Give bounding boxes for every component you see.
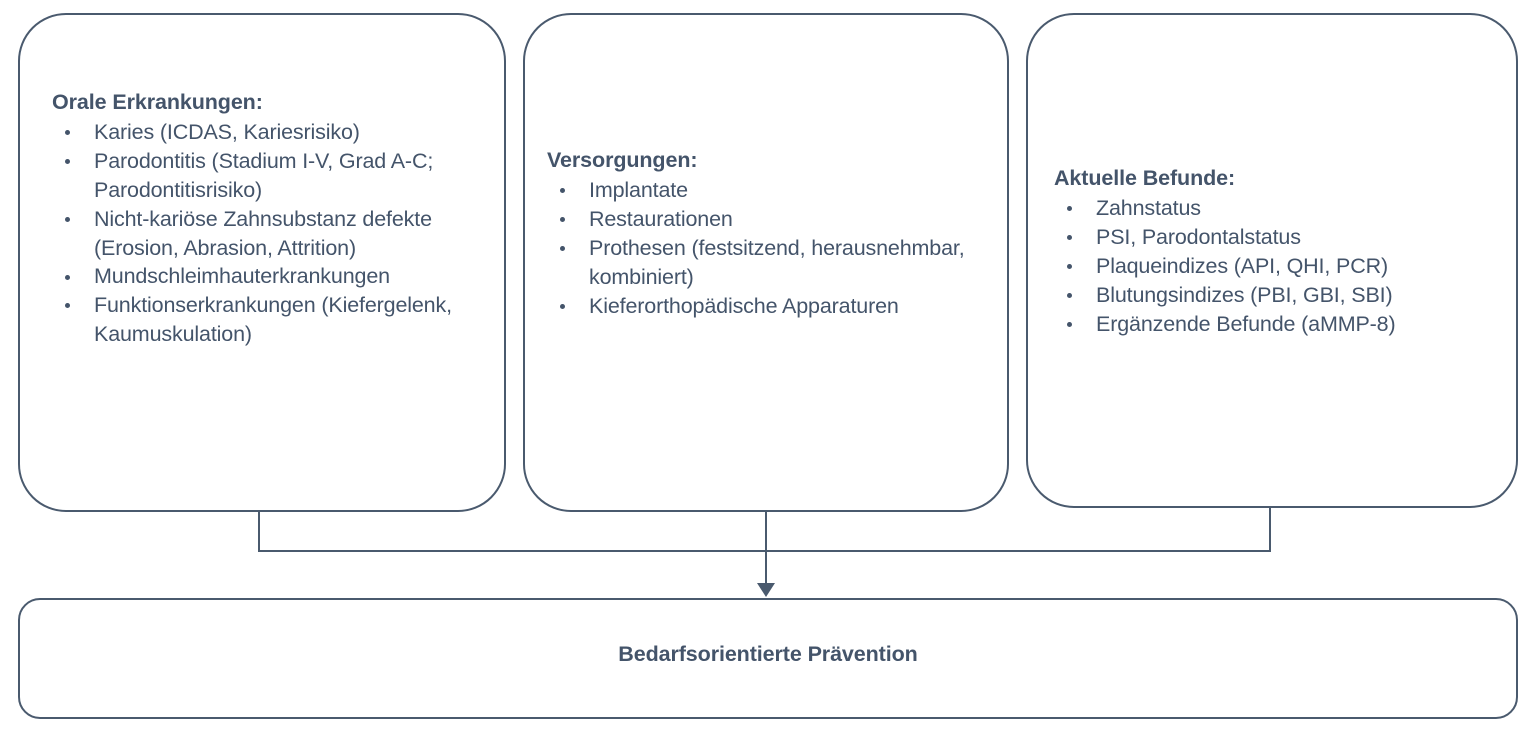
box-oral-diseases-content: Orale Erkrankungen: Karies (ICDAS, Karie…	[20, 89, 504, 349]
bullet-dot-icon	[1067, 205, 1072, 211]
list-item: Funktionserkrankungen (Kiefergelenk, Kau…	[52, 291, 486, 349]
box-care-provisions: Versorgungen: Implantate Restaurationen …	[523, 13, 1009, 512]
box-current-findings: Aktuelle Befunde: Zahnstatus PSI, Parodo…	[1026, 13, 1518, 508]
list-item-label: Parodontitis (Stadium I-V, Grad A-C; Par…	[94, 148, 434, 202]
list-item: Parodontitis (Stadium I-V, Grad A-C; Par…	[52, 147, 486, 205]
box-current-findings-list: Zahnstatus PSI, Parodontalstatus Plaquei…	[1054, 194, 1498, 339]
bullet-dot-icon	[1067, 321, 1072, 327]
box-care-provisions-content: Versorgungen: Implantate Restaurationen …	[525, 147, 1007, 320]
box-oral-diseases-list: Karies (ICDAS, Kariesrisiko) Parodontiti…	[52, 118, 486, 349]
list-item: PSI, Parodontalstatus	[1054, 223, 1498, 252]
list-item-label: Zahnstatus	[1096, 195, 1201, 220]
bullet-dot-icon	[560, 245, 565, 251]
list-item: Zahnstatus	[1054, 194, 1498, 223]
box-prevention: Bedarfsorientierte Prävention	[18, 598, 1518, 719]
list-item-label: Karies (ICDAS, Kariesrisiko)	[94, 119, 360, 144]
connector-stub-right	[1269, 506, 1271, 552]
list-item-label: Nicht-kariöse Zahnsubstanz defekte (Eros…	[94, 206, 432, 260]
list-item: Implantate	[547, 176, 989, 205]
list-item: Mundschleimhauterkrankungen	[52, 262, 486, 291]
connector-stub-left	[258, 510, 260, 552]
list-item-label: Plaqueindizes (API, QHI, PCR)	[1096, 253, 1388, 278]
prevention-label: Bedarfsorientierte Prävention	[618, 642, 918, 666]
list-item-label: Funktionserkrankungen (Kiefergelenk, Kau…	[94, 293, 452, 347]
list-item: Nicht-kariöse Zahnsubstanz defekte (Eros…	[52, 205, 486, 263]
list-item-label: Blutungsindizes (PBI, GBI, SBI)	[1096, 282, 1393, 307]
bullet-dot-icon	[65, 216, 70, 222]
list-item: Karies (ICDAS, Kariesrisiko)	[52, 118, 486, 147]
box-care-provisions-heading: Versorgungen:	[547, 148, 698, 172]
bullet-dot-icon	[1067, 292, 1072, 298]
bullet-dot-icon	[560, 303, 565, 309]
bullet-dot-icon	[65, 129, 70, 135]
connector-horizontal-bus	[258, 550, 1271, 552]
bullet-dot-icon	[65, 158, 70, 164]
bullet-dot-icon	[560, 187, 565, 193]
list-item: Restaurationen	[547, 205, 989, 234]
list-item: Blutungsindizes (PBI, GBI, SBI)	[1054, 281, 1498, 310]
box-oral-diseases-heading: Orale Erkrankungen:	[52, 90, 263, 114]
list-item-label: Prothesen (festsitzend, herausnehmbar, k…	[589, 235, 965, 289]
connector-stub-middle	[765, 510, 767, 552]
list-item: Prothesen (festsitzend, herausnehmbar, k…	[547, 234, 989, 292]
list-item-label: Implantate	[589, 177, 688, 202]
box-care-provisions-list: Implantate Restaurationen Prothesen (fes…	[547, 176, 989, 321]
bullet-dot-icon	[1067, 234, 1072, 240]
arrow-down-icon	[757, 583, 775, 597]
list-item: Ergänzende Befunde (aMMP-8)	[1054, 310, 1498, 339]
bullet-dot-icon	[65, 274, 70, 280]
bullet-dot-icon	[1067, 263, 1072, 269]
list-item-label: Kieferorthopädische Apparaturen	[589, 293, 899, 318]
bullet-dot-icon	[65, 303, 70, 309]
box-oral-diseases: Orale Erkrankungen: Karies (ICDAS, Karie…	[18, 13, 506, 512]
list-item-label: Mundschleimhauterkrankungen	[94, 264, 390, 289]
list-item: Plaqueindizes (API, QHI, PCR)	[1054, 252, 1498, 281]
list-item-label: Ergänzende Befunde (aMMP-8)	[1096, 311, 1396, 336]
box-current-findings-heading: Aktuelle Befunde:	[1054, 166, 1236, 190]
list-item-label: Restaurationen	[589, 206, 733, 231]
box-current-findings-content: Aktuelle Befunde: Zahnstatus PSI, Parodo…	[1028, 165, 1516, 338]
list-item: Kieferorthopädische Apparaturen	[547, 292, 989, 321]
connector-arrow-shaft	[765, 550, 767, 586]
bullet-dot-icon	[560, 216, 565, 222]
list-item-label: PSI, Parodontalstatus	[1096, 224, 1301, 249]
